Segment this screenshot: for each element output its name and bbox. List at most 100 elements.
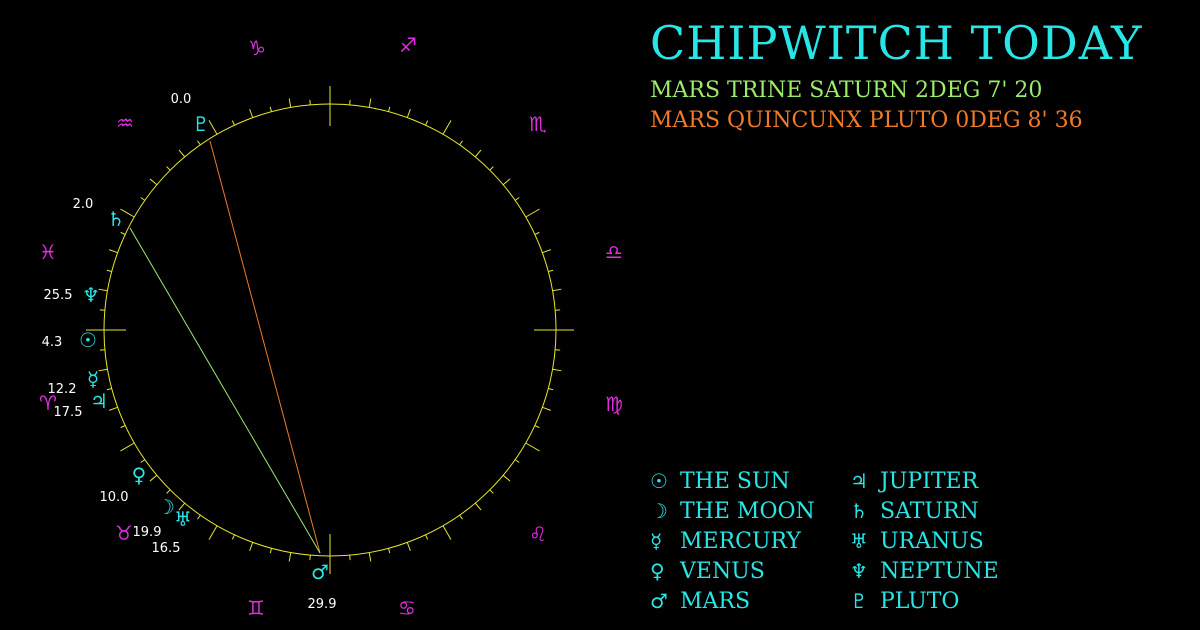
- degree-tick: [388, 106, 391, 112]
- degree-tick: [514, 197, 520, 201]
- legend-label: THE MOON: [680, 498, 815, 524]
- natal-wheel: ♑ ♐ ♏ ♎ ♍ ♌ ♋ ♊ ♉ ♈ ♓ ♒ ♇ ♄ ♆ ☉ ☿ ♃ ♀ ☽ …: [39, 33, 623, 620]
- degree-tick: [442, 120, 452, 135]
- degree-tick: [231, 120, 235, 126]
- legend-item-uranus: ♅ URANUS: [850, 526, 1030, 556]
- degree-tick: [106, 269, 112, 272]
- degree-ticks: [86, 86, 574, 574]
- degree-tick: [425, 534, 429, 540]
- moon-icon: ☽: [650, 499, 668, 523]
- degree-tick: [178, 149, 186, 158]
- degree-tick: [489, 166, 494, 171]
- pluto-icon: ♇: [850, 589, 868, 613]
- aquarius-icon: ♒: [116, 111, 134, 135]
- degree-tick: [197, 140, 201, 146]
- jupiter-degree: 17.5: [54, 405, 83, 420]
- wheel-circle: [103, 103, 557, 557]
- degree-tick: [208, 120, 218, 135]
- degree-tick: [120, 231, 126, 235]
- degree-tick: [502, 474, 511, 482]
- mars-degree: 29.9: [308, 597, 337, 612]
- uranus-icon: ♅: [850, 529, 868, 553]
- legend-label: NEPTUNE: [880, 558, 999, 584]
- degree-tick: [249, 542, 254, 551]
- legend-item-jupiter: ♃ JUPITER: [850, 466, 1030, 496]
- scorpio-icon: ♏: [529, 112, 547, 136]
- saturn-icon: ♄: [850, 499, 868, 523]
- venus-icon: ♀: [132, 463, 147, 487]
- degree-tick: [552, 368, 562, 372]
- libra-icon: ♎: [605, 240, 623, 264]
- capricorn-icon: ♑: [248, 36, 266, 60]
- uranus-icon: ♅: [174, 507, 192, 531]
- degree-tick: [98, 368, 108, 372]
- degree-tick: [368, 98, 372, 108]
- degree-tick: [106, 388, 112, 391]
- degree-tick: [249, 109, 254, 118]
- aries-icon: ♈: [39, 391, 57, 415]
- degree-tick: [149, 474, 158, 482]
- degree-tick: [269, 548, 272, 554]
- sun-degree: 4.3: [42, 335, 63, 350]
- degree-tick: [548, 388, 554, 391]
- degree-tick: [149, 178, 158, 186]
- moon-degree: 19.9: [133, 525, 162, 540]
- degree-tick: [120, 425, 126, 429]
- legend-label: MARS: [680, 588, 751, 614]
- legend-label: VENUS: [680, 558, 765, 584]
- degree-tick: [534, 425, 540, 429]
- neptune-icon: ♆: [850, 559, 868, 583]
- degree-tick: [406, 109, 411, 118]
- degree-tick: [502, 178, 511, 186]
- degree-tick: [109, 406, 118, 411]
- legend-label: URANUS: [880, 528, 984, 554]
- degree-tick: [140, 459, 146, 463]
- aspect-trine-text: MARS TRINE SATURN 2DEG 7' 20: [650, 78, 1043, 103]
- degree-tick: [474, 149, 482, 158]
- jupiter-icon: ♃: [90, 389, 108, 413]
- mercury-icon: ☿: [650, 529, 663, 553]
- degree-tick: [368, 552, 372, 562]
- legend-item-pluto: ♇ PLUTO: [850, 586, 1030, 616]
- legend-item-mars: ♂ MARS: [650, 586, 850, 616]
- degree-tick: [474, 502, 482, 511]
- sagittarius-icon: ♐: [399, 33, 417, 57]
- virgo-icon: ♍: [605, 392, 623, 416]
- legend-item-venus: ♀ VENUS: [650, 556, 850, 586]
- degree-tick: [442, 525, 452, 540]
- planet-legend: ☉ THE SUN ☽ THE MOON ☿ MERCURY ♀ VENUS ♂…: [650, 466, 1030, 616]
- degree-tick: [534, 231, 540, 235]
- legend-label: PLUTO: [880, 588, 960, 614]
- degree-tick: [288, 552, 292, 562]
- pluto-degree: 0.0: [171, 92, 192, 107]
- legend-item-neptune: ♆ NEPTUNE: [850, 556, 1030, 586]
- degree-tick: [514, 459, 520, 463]
- saturn-degree: 2.0: [73, 197, 94, 212]
- legend-label: THE SUN: [680, 468, 790, 494]
- degree-tick: [542, 406, 551, 411]
- degree-tick: [552, 288, 562, 292]
- trine-aspect-line: [129, 227, 321, 554]
- leo-icon: ♌: [529, 522, 547, 546]
- degree-tick: [542, 249, 551, 254]
- mercury-degree: 12.2: [48, 382, 77, 397]
- degree-tick: [425, 120, 429, 126]
- uranus-degree: 16.5: [152, 541, 181, 556]
- moon-icon: ☽: [157, 495, 175, 519]
- sun-icon: ☉: [650, 469, 668, 493]
- legend-item-saturn: ♄ SATURN: [850, 496, 1030, 526]
- degree-tick: [120, 442, 135, 452]
- degree-tick: [525, 442, 540, 452]
- legend-item-moon: ☽ THE MOON: [650, 496, 850, 526]
- saturn-icon: ♄: [107, 207, 125, 231]
- degree-tick: [178, 502, 186, 511]
- degree-tick: [208, 525, 218, 540]
- neptune-icon: ♆: [82, 283, 100, 307]
- pluto-icon: ♇: [192, 112, 210, 136]
- degree-tick: [109, 249, 118, 254]
- mercury-icon: ☿: [87, 367, 99, 391]
- degree-tick: [548, 269, 554, 272]
- cancer-icon: ♋: [398, 596, 416, 620]
- gemini-icon: ♊: [247, 596, 265, 620]
- mars-icon: ♂: [311, 560, 329, 584]
